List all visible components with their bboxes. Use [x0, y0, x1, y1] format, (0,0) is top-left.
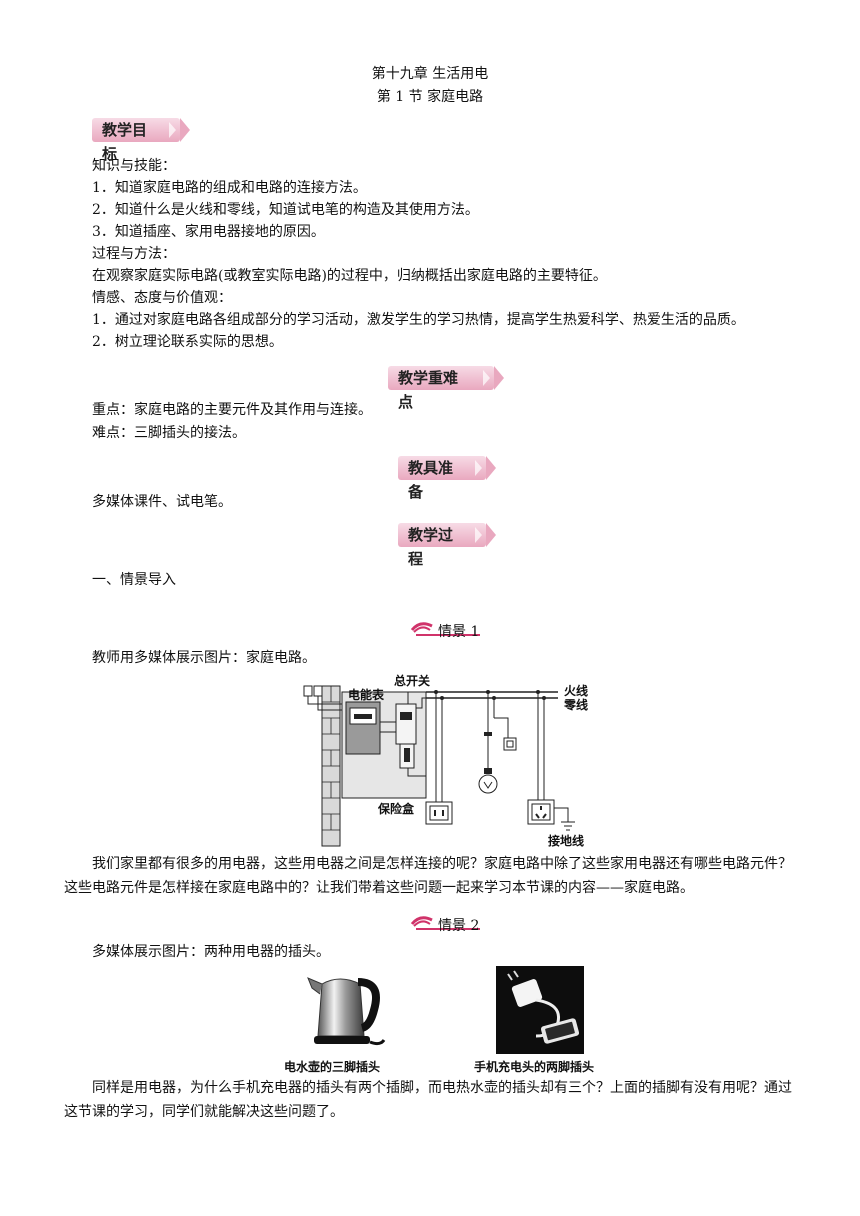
process-method-item: 在观察家庭实际电路(或教室实际电路)的过程中，归纳概括出家庭电路的主要特征。 — [92, 268, 607, 284]
emotion-item-1: 1．通过对家庭电路各组成部分的学习活动，激发学生的学习热情，提高学生热爱科学、热… — [92, 312, 745, 328]
key-point-row: 重点：家庭电路的主要元件及其作用与连接。 — [92, 400, 372, 420]
label-fuse-box: 保险盒 — [378, 802, 415, 816]
label-neutral-wire: 零线 — [564, 698, 589, 712]
tools-text: 多媒体课件、试电笔。 — [92, 494, 232, 510]
chapter-title: 第十九章 生活用电 — [371, 66, 489, 82]
difficult-point-label: 难点： — [92, 425, 134, 441]
emotion-item-2: 2．树立理论联系实际的思想。 — [92, 334, 283, 350]
phone-charger-image — [496, 966, 584, 1054]
circuit-drawing — [303, 685, 575, 847]
knowledge-item-2: 2．知道什么是火线和零线，知道试电笔的构造及其使用方法。 — [92, 202, 479, 218]
scene-2-underline — [416, 928, 480, 930]
label-live-wire: 火线 — [564, 684, 589, 698]
knowledge-item-3: 3．知道插座、家用电器接地的原因。 — [92, 224, 325, 240]
scene-1-paragraph: 我们家里都有很多的用电器，这些用电器之间是怎样连接的呢？家庭电路中除了这些家用电… — [64, 856, 792, 896]
scene-2-intro: 多媒体展示图片：两种用电器的插头。 — [92, 944, 330, 960]
knowledge-item-1: 1．知道家庭电路的组成和电路的连接方法。 — [92, 180, 367, 196]
section-title: 第 1 节 家庭电路 — [376, 89, 484, 105]
scene-1-underline — [416, 634, 480, 636]
household-circuit-diagram: 电能表 总开关 保险盒 火线 零线 接地线 — [296, 672, 596, 848]
process-badge: 教学过程 — [398, 523, 496, 568]
kettle-image — [307, 977, 386, 1046]
label-ground-wire: 接地线 — [548, 834, 585, 848]
difficult-point-text: 三脚插头的接法。 — [134, 425, 246, 441]
scene-1-intro: 教师用多媒体展示图片：家庭电路。 — [92, 650, 316, 666]
scene-2-paragraph: 同样是用电器，为什么手机充电器的插头有两个插脚，而电热水壶的插头却有三个？上面的… — [64, 1080, 792, 1120]
process-method-title: 过程与方法： — [92, 246, 176, 262]
emotion-title: 情感、态度与价值观： — [92, 290, 232, 306]
key-points-badge: 教学重难点 — [388, 366, 504, 411]
scene-1-title: 情景 1 — [438, 624, 480, 640]
objectives-badge: 教学目标 — [92, 118, 190, 163]
scene-2-title: 情景 2 — [438, 918, 480, 934]
tools-badge: 教具准备 — [398, 456, 496, 501]
key-point-label: 重点： — [92, 402, 134, 418]
scene-marker-icon — [410, 622, 433, 633]
knowledge-title: 知识与技能： — [92, 158, 176, 174]
charger-caption: 手机充电头的两脚插头 — [474, 1060, 595, 1074]
label-main-switch: 总开关 — [394, 674, 431, 688]
kettle-caption: 电水壶的三脚插头 — [284, 1060, 381, 1074]
label-meter: 电能表 — [348, 688, 385, 702]
difficult-point-row: 难点：三脚插头的接法。 — [92, 423, 246, 443]
section-heading-intro: 一、情景导入 — [92, 572, 176, 588]
key-point-text: 家庭电路的主要元件及其作用与连接。 — [134, 402, 372, 418]
scene-marker-icon — [410, 916, 433, 927]
